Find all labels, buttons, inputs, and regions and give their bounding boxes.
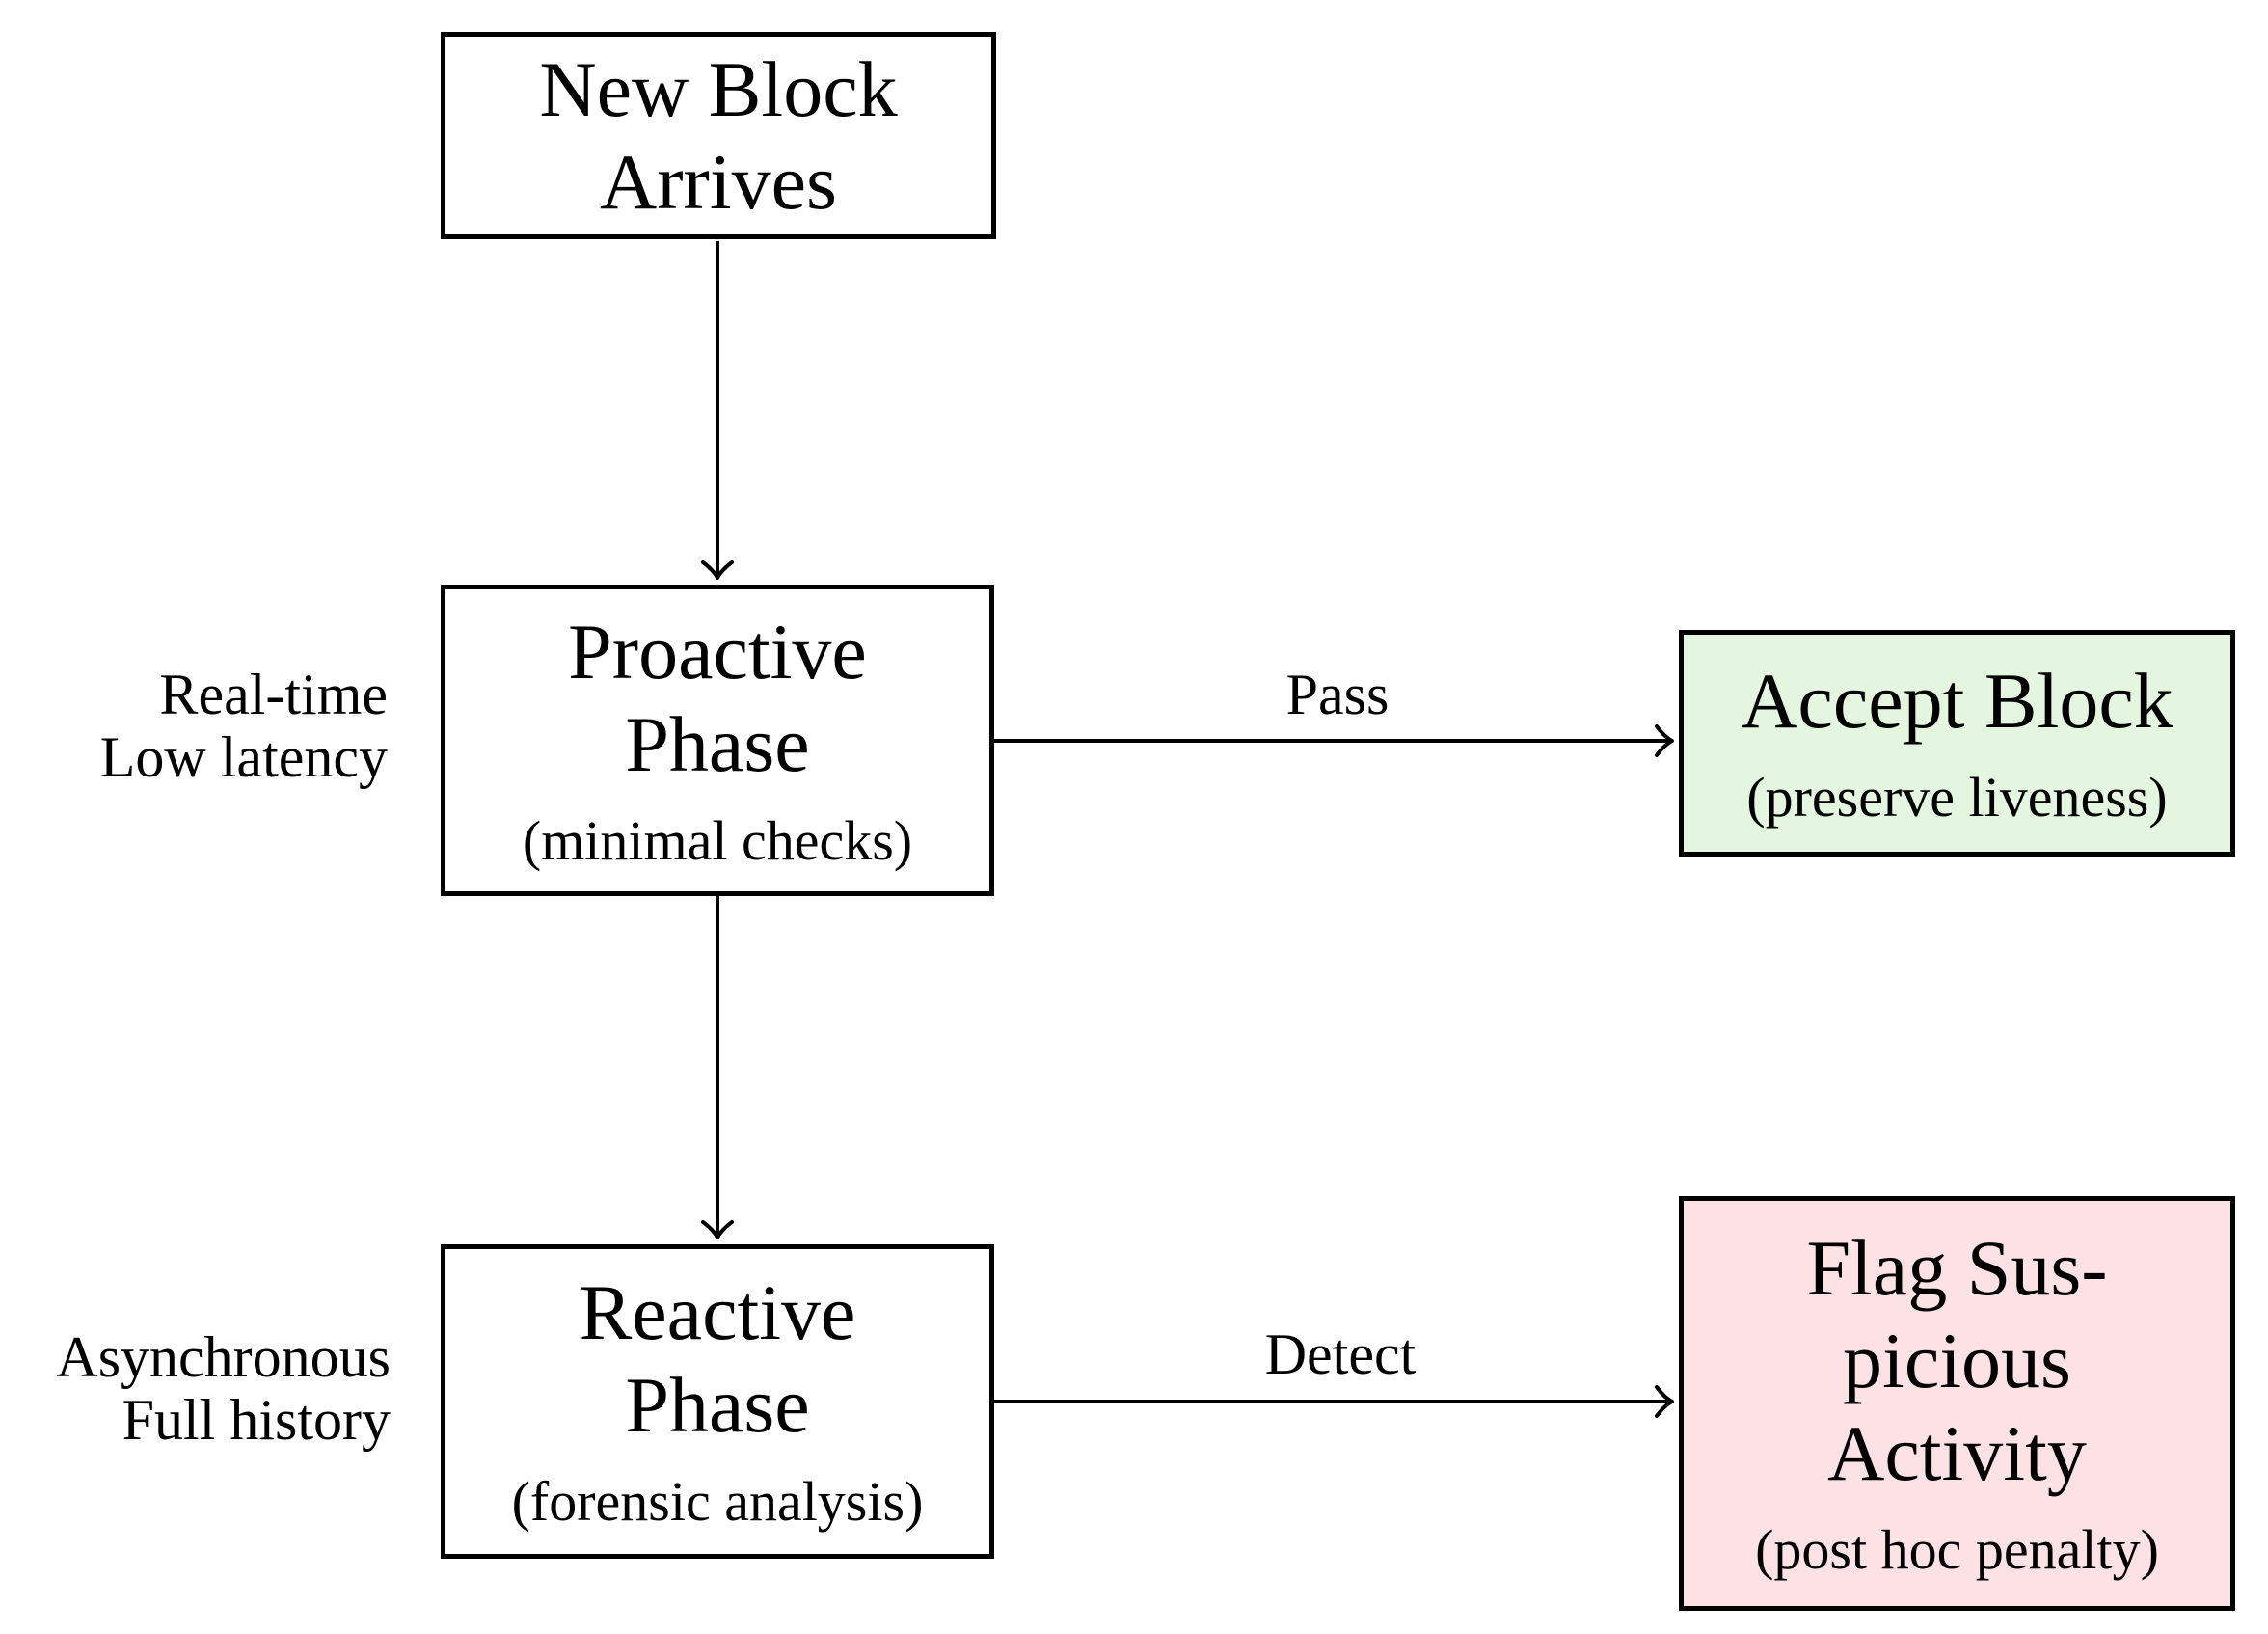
edge-label-pass: Pass: [1285, 663, 1390, 726]
node-new-block-arrives: New Block Arrives: [441, 32, 996, 239]
node-title-line: Proactive: [568, 607, 867, 695]
node-accept-block: Accept Block (preserve liveness): [1679, 630, 2235, 857]
node-title-line: Flag Sus-: [1806, 1224, 2108, 1312]
node-title-line: Accept Block: [1741, 656, 2174, 745]
side-label-line: Asynchronous: [56, 1325, 391, 1389]
side-label-line: Low latency: [99, 725, 388, 789]
node-title-line: Phase: [625, 1361, 810, 1449]
node-subtitle: (preserve liveness): [1746, 765, 2168, 829]
node-subtitle: (forensic analysis): [511, 1470, 924, 1533]
side-label-proactive-phase: Real-time Low latency: [100, 664, 388, 789]
edge-label-detect: Detect: [1264, 1322, 1417, 1386]
node-flag-suspicious-activity: Flag Sus- picious Activity (post hoc pen…: [1679, 1196, 2235, 1611]
node-title-line: Activity: [1827, 1409, 2087, 1497]
node-title-line: New Block: [539, 44, 898, 133]
node-reactive-phase: Reactive Phase (forensic analysis): [441, 1244, 994, 1559]
side-label-line: Full history: [122, 1388, 391, 1452]
node-proactive-phase: Proactive Phase (minimal checks): [441, 585, 994, 896]
node-title-line: Phase: [625, 699, 810, 788]
side-label-reactive-phase: Asynchronous Full history: [56, 1326, 391, 1452]
node-title-line: Reactive: [579, 1268, 856, 1356]
node-subtitle: (minimal checks): [522, 808, 913, 872]
side-label-line: Real-time: [159, 663, 388, 726]
node-subtitle: (post hoc penalty): [1755, 1518, 2159, 1581]
node-title-line: picious: [1843, 1317, 2071, 1404]
node-title-line: Arrives: [600, 137, 837, 226]
